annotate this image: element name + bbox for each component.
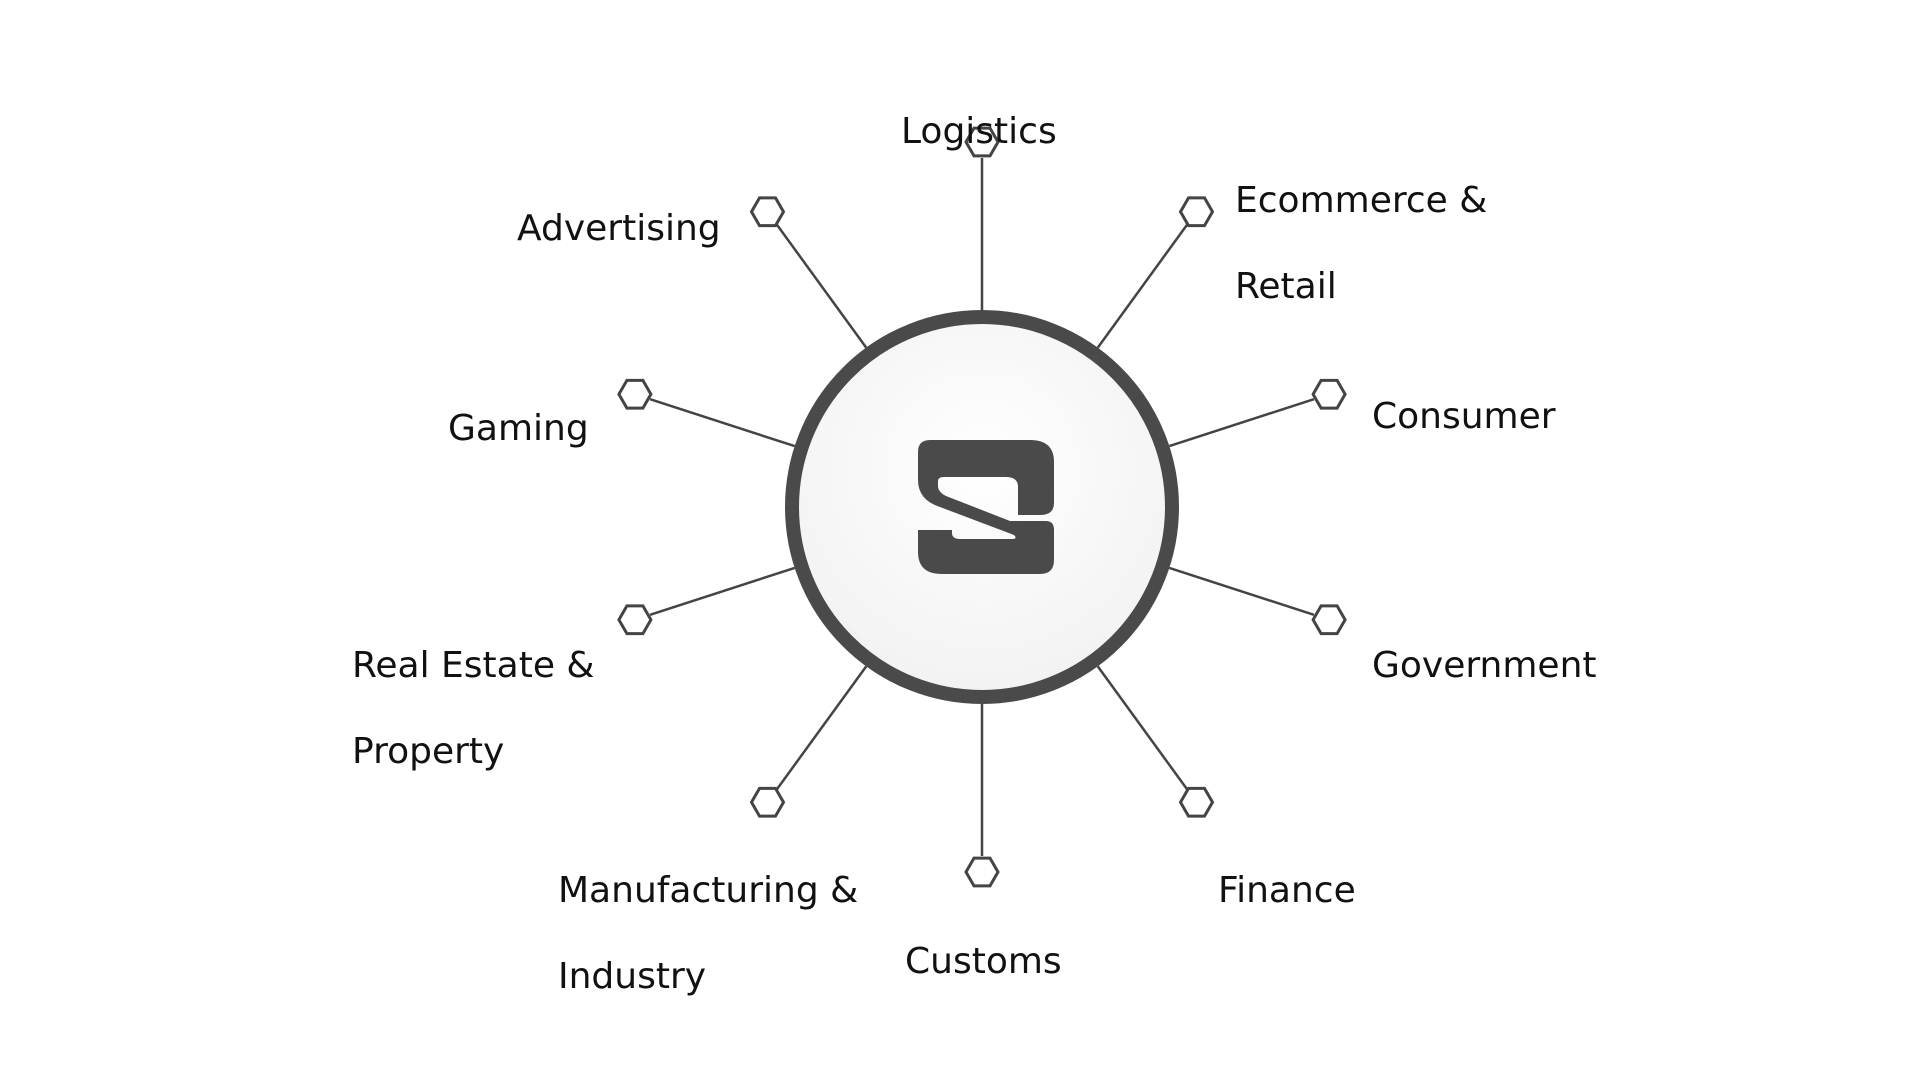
hexagon-node-government	[1311, 604, 1347, 636]
spoke-label-government: Government	[1372, 645, 1597, 686]
spoke-nodes	[617, 126, 1347, 888]
hexagon-node-consumer	[1311, 378, 1347, 410]
spoke-label-finance: Finance	[1218, 870, 1356, 911]
hexagon-node-finance	[1178, 786, 1215, 818]
connector-line-advertising	[775, 223, 868, 349]
spoke-label-consumer: Consumer	[1372, 396, 1556, 437]
spoke-lines	[649, 158, 1315, 856]
hexagon-node-real-estate-property	[617, 604, 653, 636]
hub-circle	[785, 310, 1179, 704]
connector-line-gaming	[649, 397, 796, 448]
spoke-label-customs: Customs	[905, 941, 1062, 982]
spoke-label-advertising: Advertising	[517, 208, 721, 249]
hexagon-node-ecommerce-retail	[1178, 196, 1215, 228]
connector-line-manufacturing-industry	[775, 665, 868, 791]
connector-line-finance	[1096, 665, 1189, 791]
s-logo-icon	[918, 440, 1054, 574]
connector-line-consumer	[1168, 397, 1315, 448]
connector-line-ecommerce-retail	[1096, 223, 1189, 349]
spoke-label-logistics: Logistics	[901, 111, 1057, 152]
hexagon-node-advertising	[749, 196, 786, 228]
hexagon-node-customs	[964, 856, 1000, 888]
hexagon-node-gaming	[617, 378, 653, 410]
connector-line-government	[1168, 566, 1315, 617]
spoke-label-real-estate-property: Real Estate & Property	[352, 645, 595, 772]
spoke-label-ecommerce-retail: Ecommerce & Retail	[1235, 180, 1488, 307]
connector-line-real-estate-property	[649, 566, 796, 617]
spoke-label-manufacturing-industry: Manufacturing & Industry	[558, 870, 859, 997]
hexagon-node-logistics	[964, 126, 1000, 158]
hexagon-node-manufacturing-industry	[749, 786, 786, 818]
spoke-label-gaming: Gaming	[448, 408, 589, 449]
